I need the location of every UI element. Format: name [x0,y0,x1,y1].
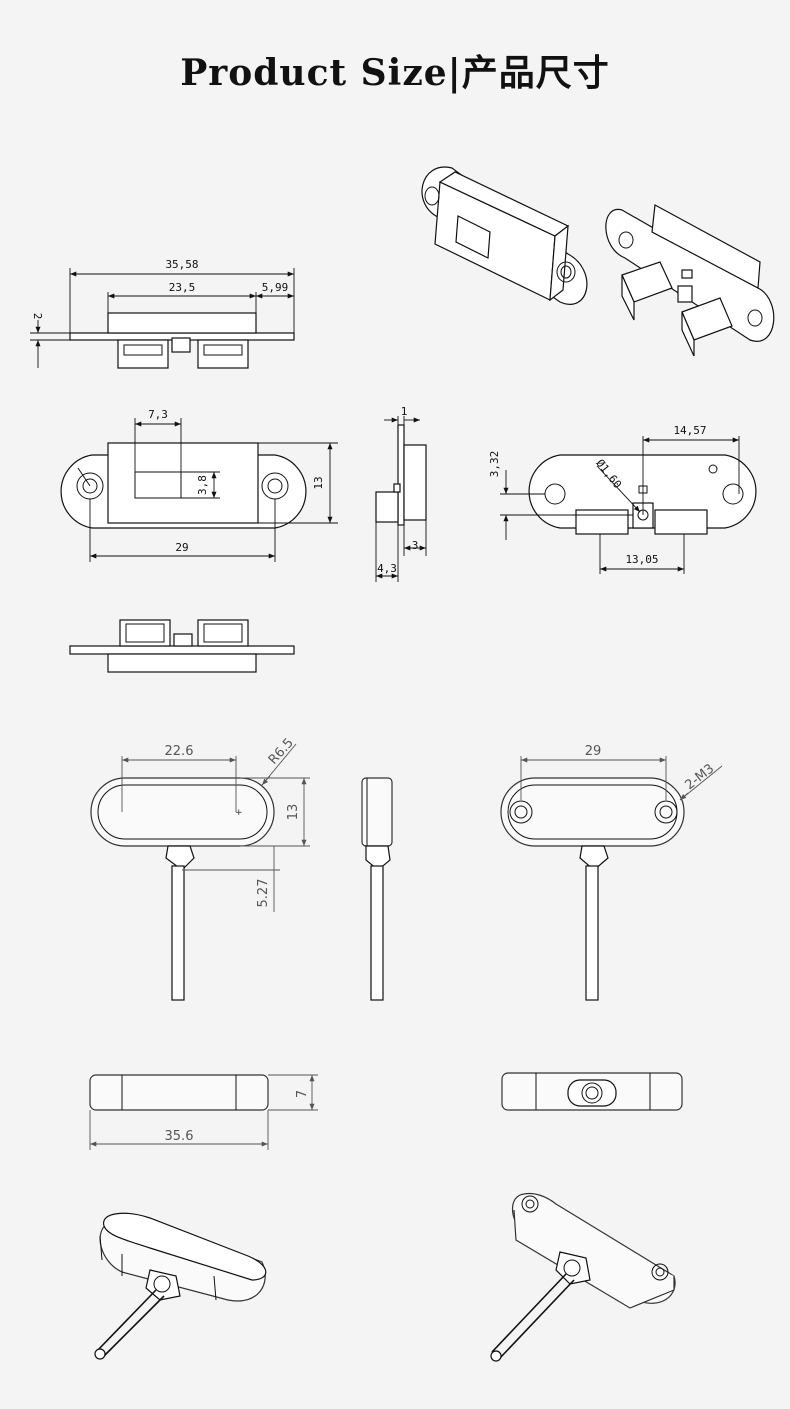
case-dim-hole-pitch: 29 [585,744,602,759]
board-top-view [30,268,295,369]
board-side-view [375,416,427,582]
dim-hole-y: 3,32 [488,451,501,478]
case-dim-width: 22.6 [165,744,194,759]
board-iso-back [605,204,775,357]
dim-hole-offset: 14,57 [673,424,706,437]
svg-text:+: + [235,808,243,818]
case-cable-end-view [501,1072,683,1111]
case-dim-height: 13 [286,804,301,821]
case-dim-length: 35.6 [165,1129,194,1144]
case-dim-screws: 2-M3 [682,761,717,793]
case-front-view: + [90,743,310,1001]
dim-side-depth: 3 [412,539,419,552]
case-bottom-view [89,1074,318,1150]
dim-window-height: 3,8 [196,475,209,495]
board-bottom-view [69,619,295,673]
dim-hole-pitch: 29 [175,541,188,554]
case-iso-back [490,1192,676,1362]
dim-offset: 5,99 [262,281,289,294]
case-dim-radius: R6.5 [266,736,297,768]
case-back-view [500,756,723,1001]
case-side-view [361,777,393,1001]
dim-connector-width: 13,05 [625,553,658,566]
board-front-view [60,418,338,562]
dim-side-top: 1 [401,405,408,418]
dim-overall-width: 35,58 [165,258,198,271]
case-iso-front [94,1212,267,1360]
dim-inner-width: 23,5 [169,281,196,294]
dim-thickness: 2 [31,313,44,320]
page-title: Product Size|产品尺寸 [180,52,610,94]
case-dim-thickness: 7 [295,1090,310,1098]
dim-side-total: 4,3 [377,562,397,575]
dim-window-width: 7,3 [148,408,168,421]
board-iso-front [421,166,588,305]
board-back-view [500,436,757,574]
dim-board-height: 13 [312,476,325,489]
case-dim-cable-offset: 5.27 [256,879,271,908]
